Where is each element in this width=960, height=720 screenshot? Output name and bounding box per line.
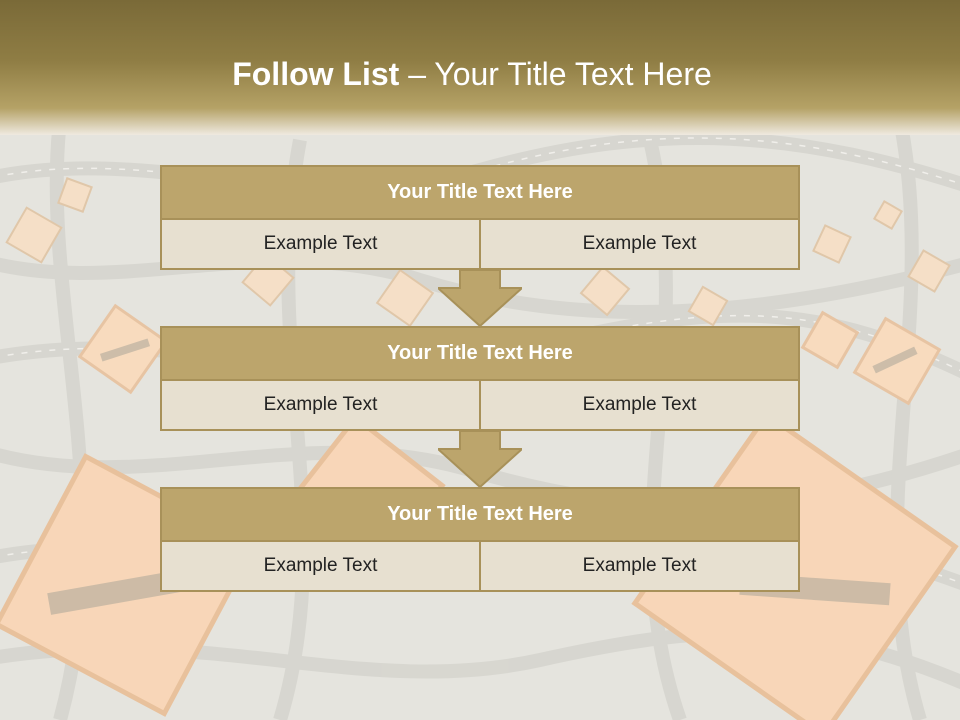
block-row: Example Text Example Text (160, 542, 800, 592)
block-row: Example Text Example Text (160, 220, 800, 270)
block-cell-right: Example Text (481, 542, 800, 592)
title-rest: – Your Title Text Here (399, 56, 712, 92)
header-band (0, 0, 960, 135)
block-cell-left: Example Text (160, 220, 481, 270)
title-bold: Follow List (232, 56, 400, 92)
block-row: Example Text Example Text (160, 381, 800, 431)
block-cell-right: Example Text (481, 381, 800, 431)
block-title: Your Title Text Here (160, 165, 800, 220)
block-title: Your Title Text Here (160, 487, 800, 542)
block-cell-left: Example Text (160, 542, 481, 592)
down-arrow-icon (438, 431, 522, 487)
block-title: Your Title Text Here (160, 326, 800, 381)
down-arrow-icon (438, 270, 522, 326)
list-block-1: Your Title Text Here Example Text Exampl… (160, 165, 800, 270)
list-block-2: Your Title Text Here Example Text Exampl… (160, 326, 800, 431)
block-cell-left: Example Text (160, 381, 481, 431)
block-cell-right: Example Text (481, 220, 800, 270)
list-block-3: Your Title Text Here Example Text Exampl… (160, 487, 800, 592)
slide-title: Follow List – Your Title Text Here (0, 56, 944, 93)
